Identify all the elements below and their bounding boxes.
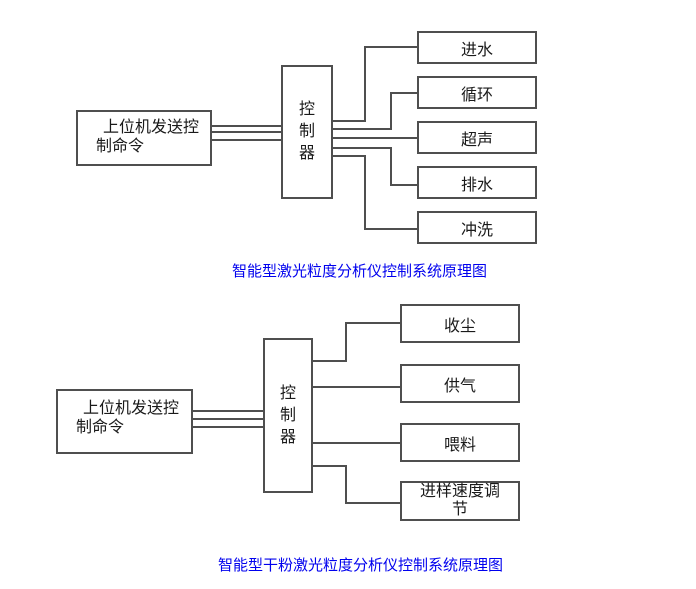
connector-line [313, 386, 400, 388]
diagram1-caption: 智能型激光粒度分析仪控制系统原理图 [232, 264, 488, 280]
connector-line [347, 502, 400, 504]
connector-line [366, 46, 417, 48]
controller-label: 控制器 [298, 101, 315, 162]
output-label: 超声 [460, 131, 493, 149]
output-box-circulation: 循环 [417, 76, 537, 109]
output-label: 收尘 [443, 317, 476, 335]
output-box-water-inlet: 进水 [417, 31, 537, 64]
output-label: 冲洗 [460, 221, 493, 239]
connector-line [333, 128, 392, 130]
connector-line [392, 184, 417, 186]
connector-line [313, 442, 400, 444]
diagram1-host-command-box: 上位机发送控 制命令 [76, 110, 212, 166]
diagram2-caption: 智能型干粉激光粒度分析仪控制系统原理图 [218, 558, 504, 574]
output-box-dust-collection: 收尘 [400, 304, 520, 343]
connector-line [313, 465, 347, 467]
output-label: 喂料 [443, 436, 476, 454]
diagram1-controller-box: 控制器 [281, 65, 333, 199]
connector-line [347, 322, 400, 324]
host-command-line1: 上位机发送控 [103, 119, 200, 136]
diagram2-controller-box: 控制器 [263, 338, 313, 493]
output-label: 循环 [460, 86, 493, 104]
connector-line [390, 147, 392, 186]
output-box-flush: 冲洗 [417, 211, 537, 244]
output-box-feeding: 喂料 [400, 423, 520, 462]
output-box-gas-supply: 供气 [400, 364, 520, 403]
host-command-line2: 制命令 [76, 419, 125, 436]
connector-line [313, 360, 347, 362]
diagram1-bus-line [212, 139, 281, 141]
connector-line [345, 322, 347, 362]
output-box-ultrasonic: 超声 [417, 121, 537, 154]
host-command-text: 上位机发送控 制命令 [58, 391, 191, 437]
diagram1-bus-line [212, 131, 281, 133]
connector-line [345, 465, 347, 504]
output-label: 供气 [443, 377, 476, 395]
connector-line [364, 46, 366, 122]
host-command-line1: 上位机发送控 [83, 400, 180, 417]
connector-line [333, 147, 392, 149]
output-label-line2: 节 [451, 501, 468, 518]
output-label: 进水 [460, 41, 493, 59]
connector-line [333, 120, 366, 122]
connector-line [333, 155, 366, 157]
connector-line [392, 92, 417, 94]
output-box-sample-speed: 进样速度调 节 [400, 481, 520, 521]
output-box-drain: 排水 [417, 166, 537, 199]
connector-line [390, 92, 392, 130]
output-label: 排水 [460, 176, 493, 194]
connector-line [366, 228, 417, 230]
diagram2-host-command-box: 上位机发送控 制命令 [56, 389, 193, 454]
connector-line [333, 137, 417, 139]
connector-line [364, 155, 366, 230]
diagram2-bus-line [193, 410, 263, 412]
host-command-text: 上位机发送控 制命令 [78, 112, 210, 156]
controller-label: 控制器 [279, 384, 296, 446]
diagram1-bus-line [212, 125, 281, 127]
output-label: 进样速度调 节 [420, 483, 500, 519]
output-label-line1: 进样速度调 [419, 483, 500, 500]
host-command-line2: 制命令 [96, 138, 145, 155]
diagram2-bus-line [193, 426, 263, 428]
diagram2-bus-line [193, 418, 263, 420]
